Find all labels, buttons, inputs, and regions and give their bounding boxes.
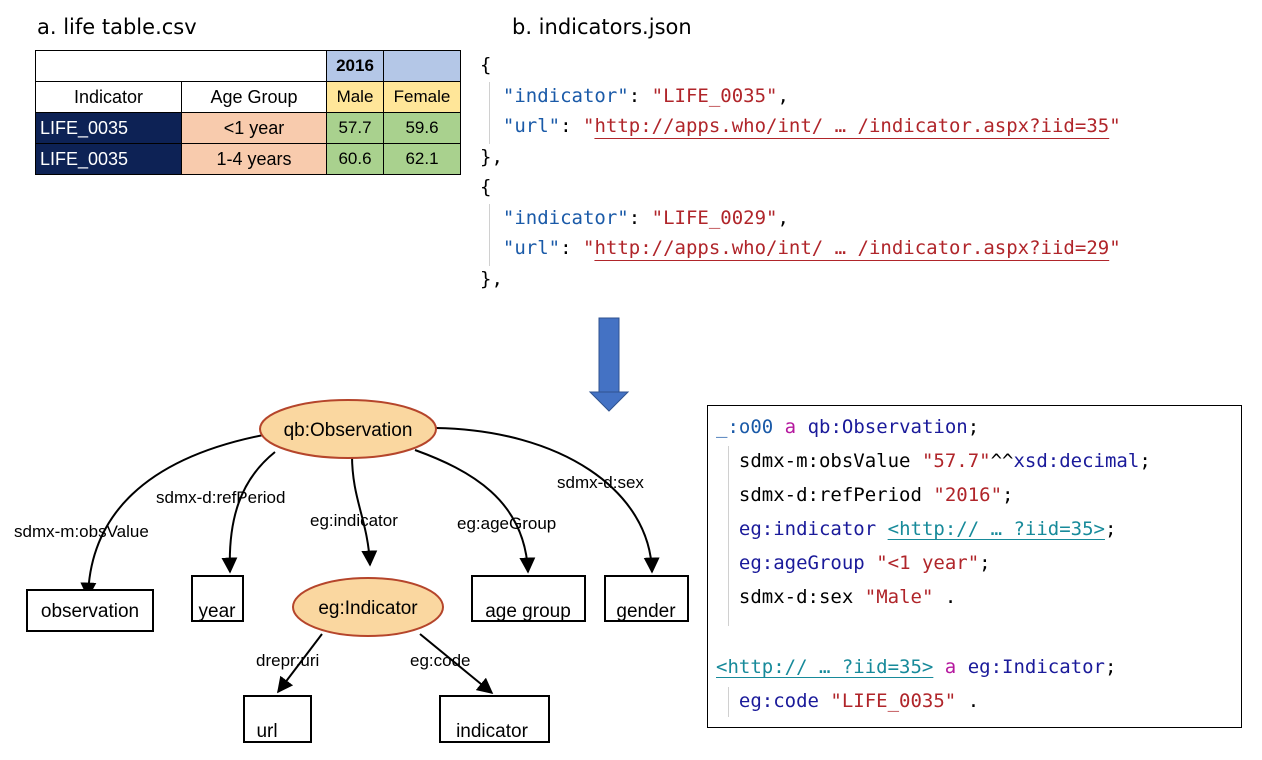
down-arrow-icon xyxy=(588,317,630,412)
edge-label-age-group: eg:ageGroup xyxy=(457,514,556,533)
edge-sex xyxy=(435,427,660,574)
gender-node xyxy=(604,575,689,622)
indicator-class-node xyxy=(292,577,444,637)
edge-label-uri: drepr:uri xyxy=(256,651,319,670)
age-group-cell: <1 year xyxy=(181,112,327,144)
url-node-label: url xyxy=(256,721,277,742)
gender-node-label: gender xyxy=(616,601,676,622)
female-value-cell: 62.1 xyxy=(383,143,461,175)
table-header-row: Indicator Age Group Male Female xyxy=(35,81,461,113)
json-indicator-value: LIFE_0029 xyxy=(663,206,767,229)
column-header: Male xyxy=(326,81,384,113)
life-table: 2016 Indicator Age Group Male Female LIF… xyxy=(35,50,461,175)
json-caption: b. indicators.json xyxy=(512,15,692,39)
observation-node xyxy=(26,589,154,632)
indicator-node xyxy=(439,695,550,743)
edge-age-group xyxy=(414,449,536,574)
edge-label-ref-period: sdmx-d:refPeriod xyxy=(156,488,285,507)
observation-class-label: qb:Observation xyxy=(284,420,413,441)
male-value-cell: 60.6 xyxy=(326,143,384,175)
json-indicator-value: LIFE_0035 xyxy=(663,84,767,107)
indent-guide xyxy=(728,687,729,717)
json-code: { "indicator": "LIFE_0035", "url": "http… xyxy=(480,54,1121,290)
json-url-value: http://apps.who/int/ … /indicator.aspx?i… xyxy=(594,237,1110,259)
turtle-code: _:o00 a qb:Observation; sdmx-m:obsValue … xyxy=(716,412,1151,712)
age-group-node-label: age group xyxy=(485,601,571,622)
column-header: Female xyxy=(383,81,461,113)
edge-ref-period xyxy=(221,451,276,574)
edge-obs-value xyxy=(80,431,281,599)
turtle-line: eg:ageGroup "<1 year"; xyxy=(738,552,991,574)
turtle-line: sdmx-m:obsValue "57.7"^^xsd:decimal; xyxy=(738,450,1151,472)
year-header-blank xyxy=(383,50,461,82)
turtle-line: eg:indicator <http:// … ?iid=35>; xyxy=(738,518,1117,540)
turtle-output-box xyxy=(707,405,1242,728)
edge-label-code: eg:code xyxy=(410,651,471,670)
turtle-line: sdmx-d:sex "Male" . xyxy=(738,586,957,608)
table-row: LIFE_0035 1-4 years 60.6 62.1 xyxy=(35,143,461,175)
observation-node-label: observation xyxy=(41,601,139,622)
indent-guide xyxy=(728,446,729,626)
turtle-line: _:o00 a qb:Observation; xyxy=(716,416,980,438)
indent-guide xyxy=(489,204,490,266)
url-node xyxy=(243,695,312,743)
column-header: Indicator xyxy=(35,81,182,113)
year-node-label: year xyxy=(199,601,237,622)
edge-label-sex: sdmx-d:sex xyxy=(557,473,644,492)
edge-indicator xyxy=(351,454,378,567)
edge-code xyxy=(419,633,494,695)
edge-label-indicator: eg:indicator xyxy=(310,511,398,530)
json-url-value: http://apps.who/int/ … /indicator.aspx?i… xyxy=(594,115,1110,137)
year-node xyxy=(191,575,244,622)
age-group-cell: 1-4 years xyxy=(181,143,327,175)
indicator-cell: LIFE_0035 xyxy=(35,143,182,175)
indent-guide xyxy=(489,82,490,144)
turtle-line: sdmx-d:refPeriod "2016"; xyxy=(738,484,1014,506)
turtle-line: <http:// … ?iid=35> a eg:Indicator; xyxy=(716,656,1117,678)
age-group-node xyxy=(471,575,586,622)
observation-class-node xyxy=(259,399,437,459)
table-blank-cell xyxy=(35,50,327,82)
turtle-line: eg:code "LIFE_0035" . xyxy=(738,690,980,712)
indicator-class-label: eg:Indicator xyxy=(318,598,418,619)
indicator-node-label: indicator xyxy=(456,721,528,742)
table-row: LIFE_0035 <1 year 57.7 59.6 xyxy=(35,112,461,144)
edge-uri xyxy=(277,633,323,694)
table-year-row: 2016 xyxy=(35,50,461,82)
table-caption: a. life table.csv xyxy=(37,15,197,39)
male-value-cell: 57.7 xyxy=(326,112,384,144)
edge-label-obs-value: sdmx-m:obsValue xyxy=(14,522,149,541)
